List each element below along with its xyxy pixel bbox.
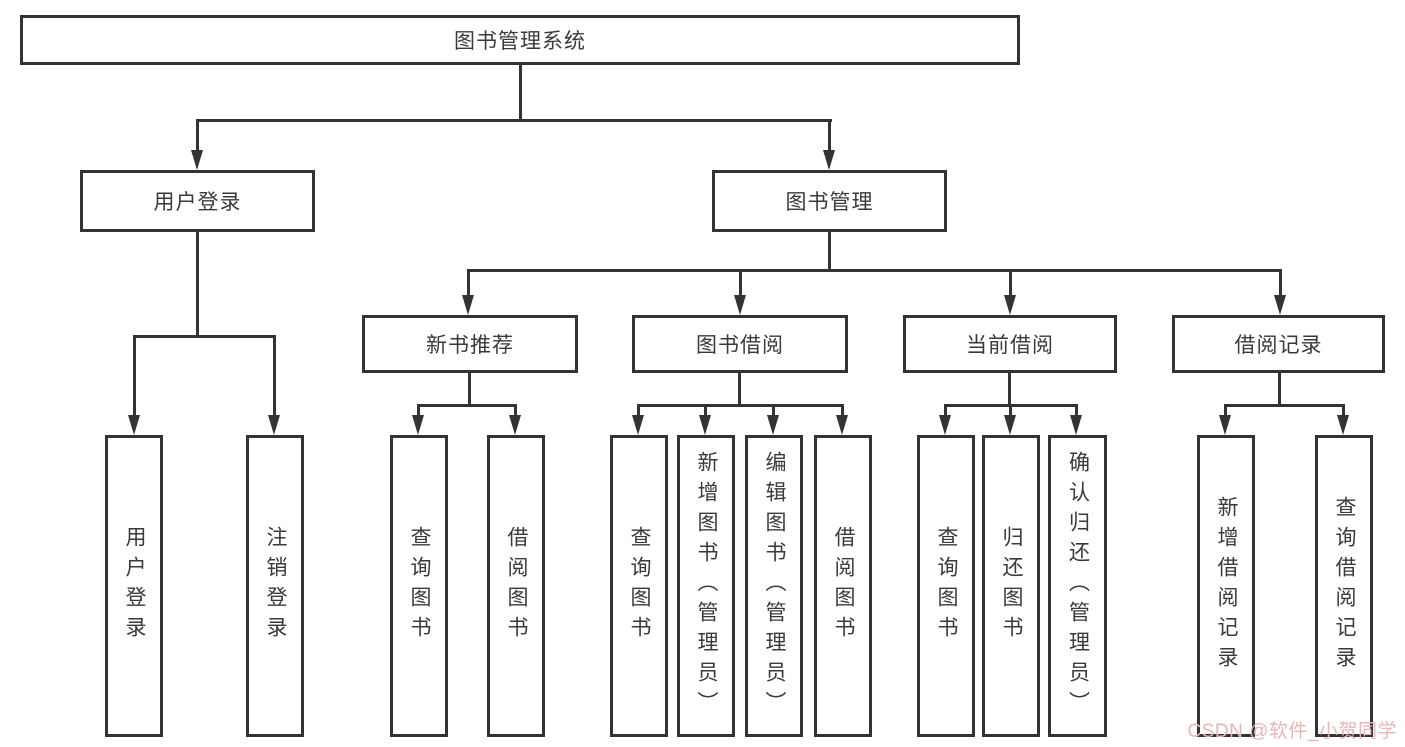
connector-line	[828, 119, 831, 152]
leaf-recommend-query-book: 查询图书	[390, 435, 448, 737]
leaf-user-login-label: 用户登录	[123, 526, 147, 646]
connector-line	[468, 373, 471, 407]
leaf-current-query-book-label: 查询图书	[935, 526, 959, 646]
node-user-login-label: 用户登录	[153, 191, 242, 214]
leaf-return-book: 归还图书	[982, 435, 1040, 737]
connector-line	[417, 404, 517, 407]
connector-line	[519, 65, 522, 122]
node-borrow-records-label: 借阅记录	[1234, 334, 1323, 357]
leaf-edit-book-admin-label: 编辑图书（管理员）	[763, 451, 787, 721]
node-root-label: 图书管理系统	[454, 30, 586, 53]
arrowhead-down-icon	[1337, 415, 1349, 435]
csdn-watermark: CSDN @软件_小贺同学	[1187, 721, 1397, 742]
connector-line	[417, 404, 420, 417]
arrowhead-down-icon	[128, 415, 140, 435]
connector-line	[1278, 373, 1281, 407]
leaf-edit-book-admin: 编辑图书（管理员）	[745, 435, 803, 737]
connector-line	[739, 269, 742, 298]
leaf-add-book-admin-label: 新增图书（管理员）	[695, 451, 719, 721]
connector-line	[196, 119, 832, 122]
connector-line	[133, 335, 136, 417]
connector-line	[841, 404, 844, 417]
connector-line	[467, 269, 1282, 272]
arrowhead-down-icon	[509, 415, 521, 435]
node-book-management-label: 图书管理	[785, 191, 874, 214]
arrowhead-down-icon	[823, 150, 835, 170]
connector-line	[196, 119, 199, 152]
arrowhead-down-icon	[699, 415, 711, 435]
arrowhead-down-icon	[268, 415, 280, 435]
node-current-borrow: 当前借阅	[903, 315, 1117, 373]
connector-line	[772, 404, 775, 417]
connector-line	[828, 232, 831, 272]
leaf-current-query-book: 查询图书	[917, 435, 975, 737]
node-new-book-recommend: 新书推荐	[362, 315, 578, 373]
connector-line	[1279, 269, 1282, 298]
arrowhead-down-icon	[939, 415, 951, 435]
connector-line	[196, 232, 199, 338]
connector-line	[1009, 404, 1012, 417]
leaf-query-borrow-record-label: 查询借阅记录	[1333, 496, 1357, 676]
arrowhead-down-icon	[191, 150, 203, 170]
leaf-query-borrow-record: 查询借阅记录	[1315, 435, 1373, 737]
node-root: 图书管理系统	[20, 15, 1020, 65]
leaf-recommend-query-book-label: 查询图书	[408, 526, 432, 646]
connector-line	[273, 335, 276, 417]
connector-line	[1224, 404, 1227, 417]
connector-line	[1342, 404, 1345, 417]
leaf-borrow-book: 借阅图书	[814, 435, 872, 737]
leaf-borrow-query-book: 查询图书	[610, 435, 668, 737]
leaf-add-borrow-record-label: 新增借阅记录	[1215, 496, 1239, 676]
node-book-borrow-label: 图书借阅	[696, 334, 784, 357]
leaf-confirm-return-admin: 确认归还（管理员）	[1048, 435, 1107, 737]
node-user-login: 用户登录	[80, 170, 315, 232]
arrowhead-down-icon	[1004, 415, 1016, 435]
connector-line	[133, 335, 276, 338]
arrowhead-down-icon	[1274, 295, 1286, 315]
leaf-add-book-admin: 新增图书（管理员）	[677, 435, 735, 737]
leaf-confirm-return-admin-label: 确认归还（管理员）	[1066, 451, 1090, 721]
arrowhead-down-icon	[632, 415, 644, 435]
arrowhead-down-icon	[1004, 295, 1016, 315]
connector-line	[1224, 404, 1344, 407]
arrowhead-down-icon	[836, 415, 848, 435]
node-book-borrow: 图书借阅	[632, 315, 848, 373]
leaf-logout: 注销登录	[246, 435, 304, 737]
node-borrow-records: 借阅记录	[1172, 315, 1385, 373]
connector-line	[738, 373, 741, 407]
leaf-recommend-borrow-book-label: 借阅图书	[505, 526, 529, 646]
connector-line	[514, 404, 517, 417]
arrowhead-down-icon	[1219, 415, 1231, 435]
connector-line	[944, 404, 947, 417]
connector-line	[637, 404, 844, 407]
connector-line	[1008, 373, 1011, 407]
arrowhead-down-icon	[412, 415, 424, 435]
arrowhead-down-icon	[734, 295, 746, 315]
leaf-add-borrow-record: 新增借阅记录	[1197, 435, 1255, 737]
arrowhead-down-icon	[1070, 415, 1082, 435]
node-current-borrow-label: 当前借阅	[966, 334, 1054, 357]
node-new-book-recommend-label: 新书推荐	[426, 334, 514, 357]
leaf-logout-label: 注销登录	[264, 526, 288, 646]
leaf-recommend-borrow-book: 借阅图书	[487, 435, 545, 737]
connector-line	[1075, 404, 1078, 417]
node-book-management: 图书管理	[712, 170, 947, 232]
leaf-return-book-label: 归还图书	[1000, 526, 1024, 646]
leaf-borrow-book-label: 借阅图书	[832, 526, 856, 646]
connector-line	[467, 269, 470, 298]
connector-line	[704, 404, 707, 417]
connector-line	[1009, 269, 1012, 298]
arrowhead-down-icon	[767, 415, 779, 435]
connector-line	[637, 404, 640, 417]
leaf-borrow-query-book-label: 查询图书	[628, 526, 652, 646]
leaf-user-login: 用户登录	[105, 435, 163, 737]
arrowhead-down-icon	[462, 295, 474, 315]
